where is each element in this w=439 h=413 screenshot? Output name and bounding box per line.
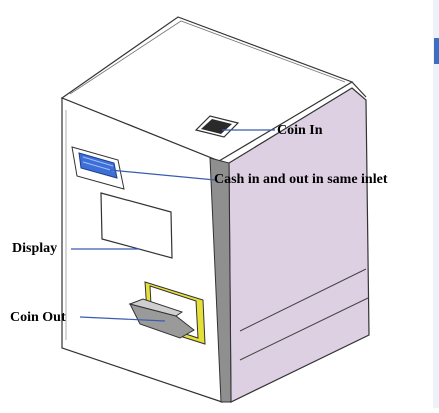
label-coin-in: Coin In — [277, 123, 323, 138]
label-cash-inlet: Cash in and out in same inlet — [214, 172, 388, 187]
groove-2 — [239, 297, 369, 361]
label-coin-out: Coin Out — [10, 310, 66, 325]
leader-cash-inlet — [109, 169, 216, 181]
leader-coin-out — [79, 316, 166, 322]
bill-inlet-icon — [78, 152, 118, 179]
display-screen — [100, 192, 173, 259]
label-display: Display — [12, 241, 58, 256]
corner-edge — [209, 157, 232, 403]
margin-tab — [434, 38, 439, 64]
margin-strip — [433, 0, 439, 408]
groove-1 — [239, 268, 367, 332]
